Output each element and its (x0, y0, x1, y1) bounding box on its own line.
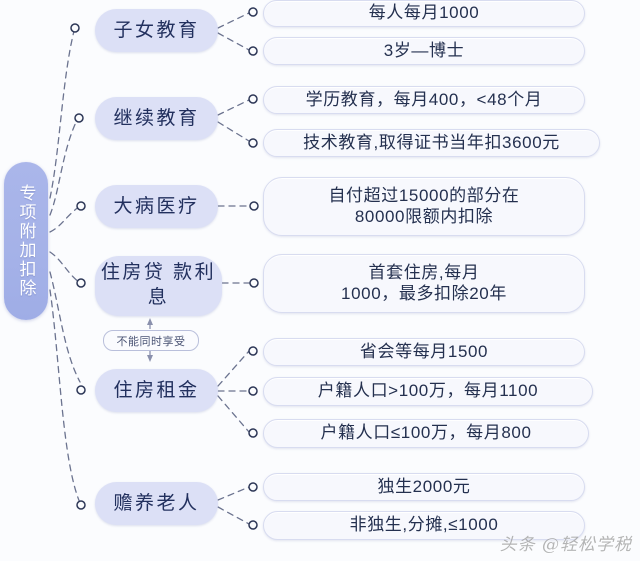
leaf-node[interactable]: 首套住房,每月 1000，最多扣除20年 (263, 254, 585, 313)
leaf-node[interactable]: 学历教育，每月400，<48个月 (263, 86, 585, 114)
leaf-node[interactable]: 非独生,分摊,≤1000 (263, 511, 585, 540)
watermark-text: 头条 @轻松学税 (499, 535, 632, 555)
watermark: 头条 @轻松学税 (500, 530, 632, 555)
branch-label: 住房贷 款利息 (100, 262, 217, 308)
leaf-text: 户籍人口≤100万，每月800 (320, 423, 532, 443)
root-node[interactable]: 专项附加扣除 (4, 162, 48, 320)
leaf-text: 每人每月1000 (368, 3, 480, 23)
branch-label: 住房租金 (113, 379, 200, 401)
leaf-text: 3岁—博士 (383, 40, 465, 60)
leaf-text: 自付超过15000的部分在 80000限额内扣除 (328, 185, 520, 226)
leaf-text: 非独生,分摊,≤1000 (349, 515, 499, 535)
leaf-node[interactable]: 3岁—博士 (263, 37, 585, 65)
leaf-text: 学历教育，每月400，<48个月 (305, 89, 543, 109)
leaf-text: 户籍人口>100万，每月1100 (317, 381, 539, 401)
branch-node-housing-rent[interactable]: 住房租金 (95, 369, 218, 412)
root-node-label: 专项附加扣除 (16, 184, 36, 298)
branch-node-serious-illness-medical[interactable]: 大病医疗 (95, 185, 218, 228)
branch-node-elderly-support[interactable]: 赡养老人 (95, 482, 218, 525)
leaf-node[interactable]: 户籍人口>100万，每月1100 (263, 377, 593, 406)
leaf-node[interactable]: 省会等每月1500 (263, 338, 585, 366)
leaf-node[interactable]: 独生2000元 (263, 473, 585, 501)
branch-node-continuing-education[interactable]: 继续教育 (95, 97, 218, 140)
leaf-text: 省会等每月1500 (359, 341, 489, 361)
leaf-node[interactable]: 每人每月1000 (263, 0, 585, 27)
leaf-text: 技术教育,取得证书当年扣3600元 (303, 132, 560, 152)
branch-node-housing-loan-interest[interactable]: 住房贷 款利息 (95, 256, 222, 316)
leaf-text: 首套住房,每月 1000，最多扣除20年 (341, 262, 507, 303)
branch-label: 继续教育 (113, 107, 200, 129)
branch-node-children-education[interactable]: 子女教育 (95, 9, 218, 52)
branch-label: 子女教育 (113, 19, 200, 41)
note-chip-mutually-exclusive: 不能同时享受 (103, 330, 199, 351)
note-label: 不能同时享受 (116, 335, 186, 348)
leaf-node[interactable]: 技术教育,取得证书当年扣3600元 (263, 129, 600, 157)
branch-label: 赡养老人 (113, 492, 200, 514)
leaf-node[interactable]: 自付超过15000的部分在 80000限额内扣除 (263, 177, 585, 236)
leaf-node[interactable]: 户籍人口≤100万，每月800 (263, 419, 589, 448)
leaf-text: 独生2000元 (377, 476, 471, 496)
branch-label: 大病医疗 (113, 195, 200, 217)
